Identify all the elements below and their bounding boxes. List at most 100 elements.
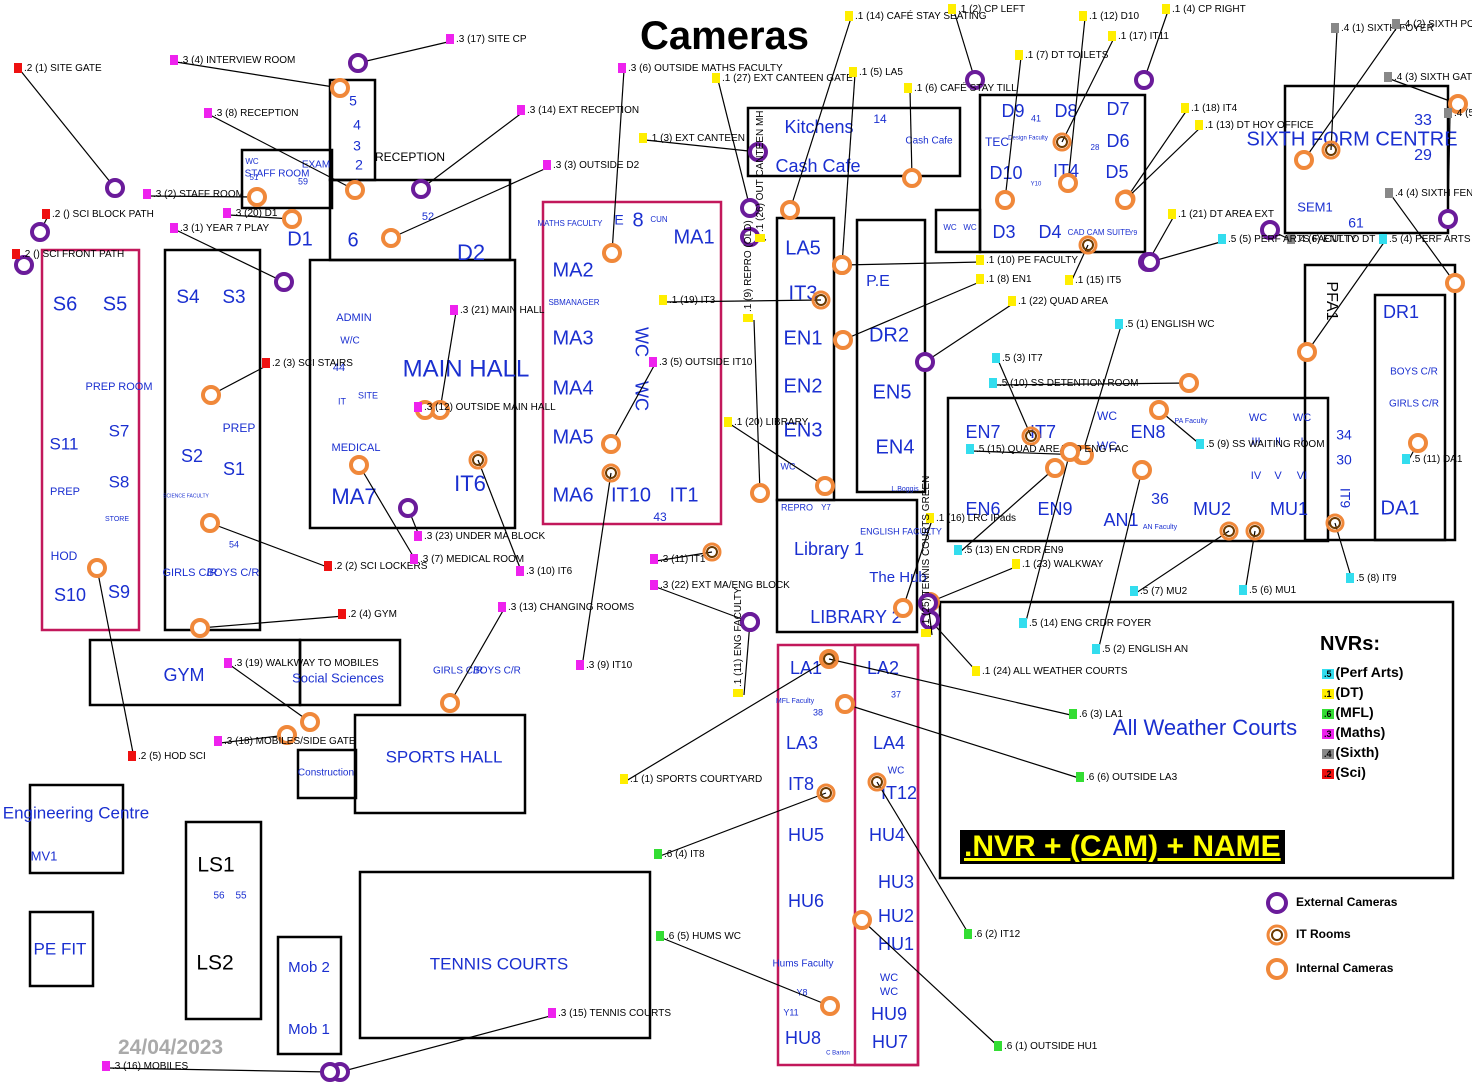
room-label: 29 [1414,147,1432,164]
internal-camera-icon[interactable] [190,618,210,638]
it-room-camera-icon[interactable] [1219,521,1239,541]
camera-label-text: .3 (2) STAFF ROOM [153,189,244,200]
internal-camera-icon[interactable] [200,513,220,533]
external-camera-icon[interactable] [1438,209,1458,229]
external-camera-icon[interactable] [105,178,125,198]
room-label: LA1 [790,658,822,678]
internal-camera-icon[interactable] [345,180,365,200]
internal-camera-icon[interactable] [815,476,835,496]
internal-camera-icon[interactable] [247,187,267,207]
camera-label: .1 (19) IT3 [659,295,716,306]
internal-camera-icon[interactable] [750,483,770,503]
it-room-camera-icon[interactable] [1021,426,1041,446]
internal-camera-icon[interactable] [1045,458,1065,478]
internal-camera-icon[interactable] [820,996,840,1016]
external-camera-icon[interactable] [740,612,760,632]
room-label: SBMANAGER [548,298,599,307]
room-label: 37 [891,689,901,699]
internal-camera-icon[interactable] [832,255,852,275]
room-label: S2 [181,446,203,466]
internal-camera-icon[interactable] [835,694,855,714]
internal-camera-icon[interactable] [1132,460,1152,480]
internal-camera-icon[interactable] [1060,442,1080,462]
internal-camera-icon[interactable] [330,78,350,98]
internal-camera-icon[interactable] [1058,173,1078,193]
internal-camera-icon[interactable] [601,434,621,454]
room-label: LIBRARY 2 [810,607,901,627]
room-label: Cash Cafe [905,136,953,147]
internal-camera-icon[interactable] [381,228,401,248]
internal-camera-icon[interactable] [1149,400,1169,420]
internal-camera-icon[interactable] [780,200,800,220]
room-label: S8 [109,472,130,491]
internal-camera-icon[interactable] [833,330,853,350]
internal-camera-icon[interactable] [1115,190,1135,210]
internal-camera-icon[interactable] [201,385,221,405]
internal-camera-icon[interactable] [1408,433,1428,453]
camera-label: .5 (5) PERF ARTS FACULTY [1218,234,1357,245]
it-room-camera-icon[interactable] [1321,140,1341,160]
camera-label-text: .1 (17) IT11 [1118,31,1169,42]
nvr-chip [1019,618,1027,628]
it-room-camera-icon[interactable] [811,290,831,310]
external-camera-icon[interactable] [398,498,418,518]
it-room-camera-icon[interactable] [1325,513,1345,533]
camera-label: .3 (19) WALKWAY TO MOBILES [224,658,379,669]
room-label: 54 [229,539,239,549]
external-camera-icon[interactable] [348,53,368,73]
external-camera-icon[interactable] [1260,220,1280,240]
internal-camera-icon[interactable] [1179,373,1199,393]
it-room-camera-icon[interactable] [1078,235,1098,255]
internal-camera-icon[interactable] [893,598,913,618]
it-room-camera-icon[interactable] [601,463,621,483]
room-label: EN8 [1130,422,1165,442]
nvr-chip [650,580,658,590]
it-room-camera-icon[interactable] [702,542,722,562]
internal-camera-icon[interactable] [1445,273,1465,293]
internal-camera-icon[interactable] [1448,94,1468,114]
internal-camera-icon[interactable] [1294,150,1314,170]
internal-camera-icon[interactable] [440,693,460,713]
external-camera-icon[interactable] [918,593,938,613]
building-outline [28,783,125,875]
external-camera-icon[interactable] [30,222,50,242]
camera-label: .5 (1) ENGLISH WC [1115,319,1214,330]
camera-label: .1 (1) SPORTS COURTYARD [620,774,762,785]
external-camera-icon[interactable] [411,179,431,199]
camera-label-text: .6 (5) HUMS WC [666,931,741,942]
it-room-camera-icon[interactable] [1245,521,1265,541]
camera-leader-line [1061,37,1115,143]
camera-leader-line [1389,78,1459,105]
nvr-chip [1076,772,1084,782]
nvr-chip [1168,209,1176,219]
it-room-camera-icon[interactable] [1052,132,1072,152]
internal-camera-icon[interactable] [87,558,107,578]
internal-camera-icon[interactable] [902,168,922,188]
internal-camera-icon[interactable] [277,725,297,745]
camera-label-text: .3 (12) OUTSIDE MAIN HALL [424,402,556,413]
it-room-camera-icon[interactable] [468,450,488,470]
external-camera-icon[interactable] [274,272,294,292]
camera-leader-line [611,69,625,254]
external-camera-icon[interactable] [1134,70,1154,90]
nvr-chip [992,353,1000,363]
external-camera-icon[interactable] [320,1062,340,1082]
camera-leader-line [581,472,612,668]
internal-camera-icon[interactable] [1297,342,1317,362]
it-room-camera-inner [706,546,718,558]
external-camera-icon[interactable] [965,70,985,90]
internal-camera-icon[interactable] [852,910,872,930]
it-room-camera-icon[interactable] [867,772,887,792]
internal-camera-icon[interactable] [602,243,622,263]
internal-camera-icon[interactable] [300,712,320,732]
it-room-camera-icon[interactable] [819,649,839,669]
external-camera-icon[interactable] [740,198,760,218]
internal-camera-icon[interactable] [349,455,369,475]
external-camera-icon[interactable] [915,352,935,372]
external-camera-icon[interactable] [1140,252,1160,272]
internal-camera-icon[interactable] [282,209,302,229]
it-room-camera-icon[interactable] [816,783,836,803]
external-camera-icon[interactable] [748,142,768,162]
internal-camera-icon[interactable] [995,190,1015,210]
external-camera-icon[interactable] [14,255,34,275]
